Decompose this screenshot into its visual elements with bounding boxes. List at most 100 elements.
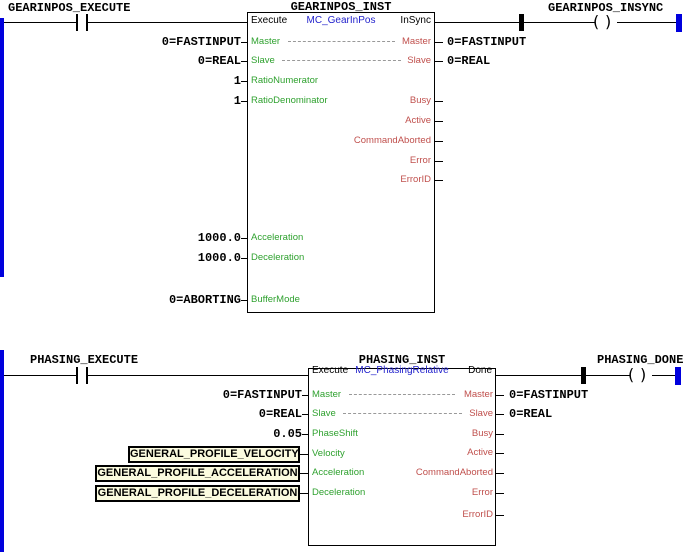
right-power-rail-rung2 bbox=[675, 367, 681, 385]
left-power-rail-rung1 bbox=[0, 18, 4, 277]
coil-right-paren: ) bbox=[605, 12, 612, 31]
fb-pin-busy: Busy bbox=[409, 95, 431, 106]
wire bbox=[4, 375, 76, 376]
function-block-phasing[interactable] bbox=[308, 368, 496, 546]
contact-bar bbox=[86, 367, 88, 384]
fb-pin-slave: Slave bbox=[312, 408, 336, 419]
coil-left-paren: ( bbox=[628, 365, 635, 384]
input-value-master[interactable]: 0=FASTINPUT bbox=[161, 35, 241, 49]
pin-stub bbox=[434, 141, 443, 142]
fb-pin-command-aborted: CommandAborted bbox=[353, 135, 431, 146]
pin-stub bbox=[241, 101, 247, 102]
input-value-acceleration[interactable]: 1000.0 bbox=[197, 231, 241, 245]
fb-pin-slave: Slave bbox=[251, 55, 275, 66]
fb-type-name[interactable]: MC_PhasingRelative bbox=[355, 365, 449, 376]
fb-type-name[interactable]: MC_GearInPos bbox=[306, 15, 376, 26]
inout-dashed-link bbox=[349, 394, 455, 395]
input-value-ratio-numerator[interactable]: 1 bbox=[233, 74, 241, 88]
wire bbox=[88, 375, 308, 376]
contact-bar bbox=[76, 367, 78, 384]
output-value-master[interactable]: 0=FASTINPUT bbox=[447, 35, 527, 49]
pin-stub bbox=[434, 61, 443, 62]
pin-stub bbox=[300, 493, 308, 494]
pin-stub bbox=[302, 434, 308, 435]
define-value-velocity[interactable]: GENERAL_PROFILE_VELOCITY bbox=[128, 446, 300, 463]
wire bbox=[495, 375, 630, 376]
pin-stub bbox=[300, 473, 308, 474]
fb-pin-slave-out: Slave bbox=[469, 408, 493, 419]
input-value-slave[interactable]: 0=REAL bbox=[258, 407, 302, 421]
fb-pin-acceleration: Acceleration bbox=[312, 467, 365, 478]
pin-stub bbox=[241, 42, 247, 43]
fb-instance-name[interactable]: GEARINPOS_INST bbox=[290, 0, 392, 14]
contact-variable-label[interactable]: PHASING_EXECUTE bbox=[30, 353, 139, 367]
wire bbox=[652, 375, 675, 376]
fb-pin-command-aborted: CommandAborted bbox=[415, 467, 493, 478]
inout-dashed-link bbox=[288, 41, 395, 42]
pin-stub bbox=[495, 453, 504, 454]
define-value-deceleration[interactable]: GENERAL_PROFILE_DECELERATION bbox=[95, 485, 300, 502]
fb-exec-output-pin: Done bbox=[468, 365, 492, 376]
function-block-gearinpos[interactable] bbox=[247, 12, 435, 313]
fb-pin-error-id: ErrorID bbox=[400, 174, 431, 185]
fb-instance-name[interactable]: PHASING_INST bbox=[358, 353, 446, 367]
fb-pin-acceleration: Acceleration bbox=[251, 232, 304, 243]
input-value-master[interactable]: 0=FASTINPUT bbox=[222, 388, 302, 402]
output-value-master[interactable]: 0=FASTINPUT bbox=[509, 388, 589, 402]
output-value-slave[interactable]: 0=REAL bbox=[447, 54, 491, 68]
fb-pin-deceleration: Deceleration bbox=[312, 487, 366, 498]
contact-symbol-gearinpos-execute[interactable] bbox=[76, 14, 88, 31]
fb-pin-busy: Busy bbox=[471, 428, 493, 439]
inout-dashed-link bbox=[343, 413, 462, 414]
pin-stub bbox=[434, 121, 443, 122]
fb-exec-input-pin: Execute bbox=[312, 365, 349, 376]
wire bbox=[88, 22, 247, 23]
right-power-rail-rung1 bbox=[676, 14, 682, 32]
coil-symbol-phasing-done[interactable]: ( ) bbox=[628, 366, 652, 384]
input-value-deceleration[interactable]: 1000.0 bbox=[197, 251, 241, 265]
fb-pin-active: Active bbox=[405, 115, 431, 126]
fb-pin-buffer-mode: BufferMode bbox=[251, 294, 300, 305]
coil-variable-label[interactable]: GEARINPOS_INSYNC bbox=[548, 1, 664, 15]
pin-stub bbox=[241, 81, 247, 82]
input-value-buffer-mode[interactable]: 0=ABORTING bbox=[168, 293, 241, 307]
fb-pin-velocity: Velocity bbox=[312, 448, 345, 459]
fb-pin-slave-out: Slave bbox=[407, 55, 431, 66]
fb-pin-active: Active bbox=[467, 447, 493, 458]
fb-pin-master: Master bbox=[251, 36, 281, 47]
fb-pin-ratio-numerator: RatioNumerator bbox=[251, 75, 319, 86]
contact-variable-label[interactable]: GEARINPOS_EXECUTE bbox=[8, 1, 131, 15]
wire bbox=[617, 22, 676, 23]
pin-stub bbox=[241, 61, 247, 62]
wire-link-tick bbox=[581, 367, 586, 384]
pin-stub bbox=[495, 473, 504, 474]
pin-stub bbox=[495, 515, 504, 516]
contact-symbol-phasing-execute[interactable] bbox=[76, 367, 88, 384]
inout-dashed-link bbox=[282, 60, 401, 61]
input-value-ratio-denominator[interactable]: 1 bbox=[233, 94, 241, 108]
pin-stub bbox=[302, 414, 308, 415]
pin-stub bbox=[434, 180, 443, 181]
pin-stub bbox=[495, 493, 504, 494]
pin-stub bbox=[434, 42, 443, 43]
fb-pin-master-out: Master bbox=[401, 36, 431, 47]
pin-stub bbox=[434, 161, 443, 162]
coil-symbol-gearinpos-insync[interactable]: ( ) bbox=[593, 13, 617, 31]
pin-stub bbox=[241, 258, 247, 259]
output-value-slave[interactable]: 0=REAL bbox=[509, 407, 553, 421]
fb-pin-error-id: ErrorID bbox=[462, 509, 493, 520]
coil-left-paren: ( bbox=[593, 12, 600, 31]
fb-pin-phase-shift: PhaseShift bbox=[312, 428, 358, 439]
pin-stub bbox=[300, 454, 308, 455]
define-value-acceleration[interactable]: GENERAL_PROFILE_ACCELERATION bbox=[95, 465, 300, 482]
coil-variable-label[interactable]: PHASING_DONE bbox=[597, 353, 684, 367]
input-value-phase-shift[interactable]: 0.05 bbox=[273, 427, 302, 441]
left-power-rail-rung2 bbox=[0, 350, 4, 552]
pin-stub bbox=[495, 395, 504, 396]
input-value-slave[interactable]: 0=REAL bbox=[197, 54, 241, 68]
pin-stub bbox=[241, 300, 247, 301]
fb-pin-deceleration: Deceleration bbox=[251, 252, 305, 263]
wire-link-tick bbox=[519, 14, 524, 31]
fb-exec-input-pin: Execute bbox=[251, 15, 288, 26]
